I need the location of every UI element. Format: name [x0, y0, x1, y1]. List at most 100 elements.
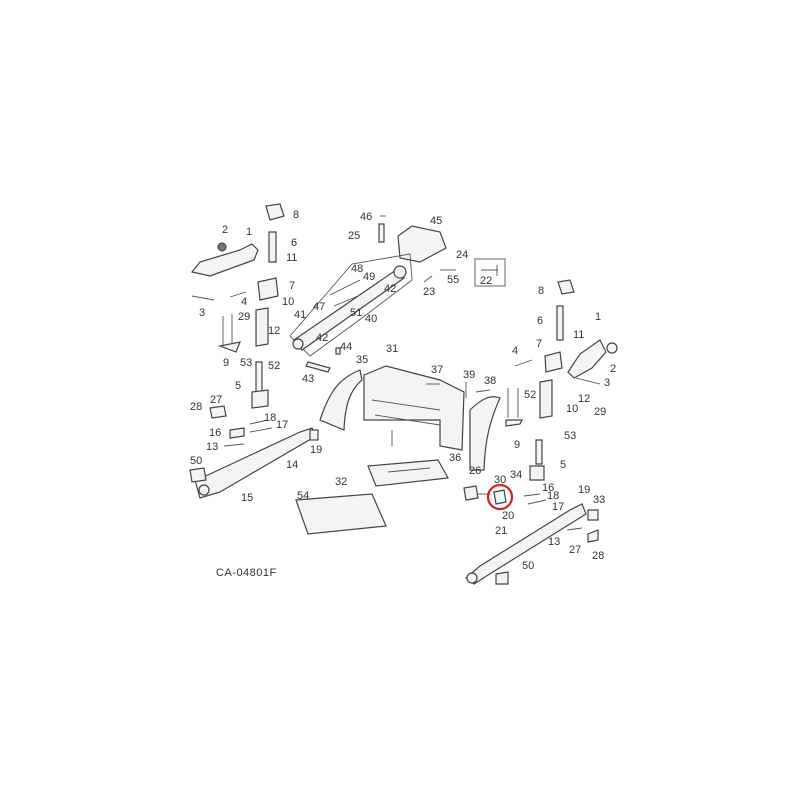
- part-bracket-7-left: [257, 277, 279, 301]
- callout: 31: [386, 343, 398, 355]
- callout: 45: [430, 215, 442, 227]
- callout: 8: [538, 285, 544, 297]
- callout: 17: [276, 419, 288, 431]
- callout: 11: [286, 252, 297, 264]
- part-frame-31-detail: [371, 399, 441, 446]
- callout: 2: [222, 224, 228, 236]
- part-17-18-left: [249, 419, 273, 433]
- part-rod-10-left: [255, 307, 269, 347]
- callout: 30: [494, 474, 506, 486]
- part-block-5-left: [251, 389, 269, 409]
- part-bolt-13-right: [566, 527, 583, 531]
- callout: 44: [340, 341, 352, 353]
- part-spring-5-right: [535, 439, 543, 465]
- callout: 40: [365, 313, 377, 325]
- callout: 7: [536, 338, 542, 350]
- callout: 42: [316, 332, 328, 344]
- part-bolt-6-right: [556, 305, 564, 341]
- part-38: [475, 389, 491, 393]
- callout: 52: [268, 360, 280, 372]
- callout: 2: [610, 363, 616, 375]
- callout: 35: [356, 354, 368, 366]
- part-48: [329, 279, 361, 296]
- callout: 28: [190, 401, 202, 413]
- callout: 5: [235, 380, 241, 392]
- callout: 13: [548, 536, 560, 548]
- part-link-end-right: [466, 572, 478, 584]
- callout: 52: [524, 389, 536, 401]
- part-rod-10-right: [539, 379, 553, 419]
- part-47: [333, 295, 359, 307]
- callout: 36: [449, 452, 461, 464]
- callout: 38: [484, 375, 496, 387]
- part-clamp-9-right: [505, 419, 523, 427]
- left-lift-assembly: [189, 203, 319, 499]
- callout: 47: [313, 301, 325, 313]
- part-pin-43: [305, 361, 331, 373]
- callout: 29: [594, 406, 606, 418]
- part-bolts-9-right: [507, 388, 519, 418]
- part-44: [335, 347, 341, 355]
- part-block-8-left: [265, 203, 285, 221]
- callout: 28: [592, 550, 604, 562]
- callout: 27: [210, 394, 222, 406]
- part-clamp-9-left: [217, 341, 241, 353]
- callout: 6: [537, 315, 543, 327]
- part-lift-arm-left: [190, 243, 259, 277]
- callout: 41: [294, 309, 306, 321]
- callout: 49: [363, 271, 375, 283]
- part-plate-32: [367, 459, 449, 487]
- part-pin-3-right: [575, 377, 601, 385]
- callout: 5: [560, 459, 566, 471]
- part-block-5-right: [529, 465, 545, 481]
- part-26: [463, 485, 479, 501]
- part-16-18-right: [523, 493, 547, 505]
- callout: 25: [348, 230, 360, 242]
- part-block-50-right: [495, 571, 509, 585]
- part-30: [493, 489, 507, 505]
- callout: 34: [510, 469, 522, 481]
- callout: 19: [578, 484, 590, 496]
- callout: 17: [552, 501, 564, 513]
- callout: 14: [286, 459, 298, 471]
- callout: 53: [240, 357, 252, 369]
- callout: 50: [522, 560, 534, 572]
- callout: 3: [604, 377, 610, 389]
- part-bolt-6-left: [268, 231, 277, 263]
- part-bracket-7-right: [544, 351, 563, 373]
- callout: 10: [566, 403, 578, 415]
- callout: 48: [351, 263, 363, 275]
- callout: 19: [310, 444, 322, 456]
- part-link-end-left: [198, 484, 210, 496]
- callout: 10: [282, 296, 294, 308]
- highlight-circle-part-30: [486, 483, 514, 511]
- callout: 26: [469, 465, 481, 477]
- part-plate-32-slot: [387, 467, 431, 473]
- callout: 4: [512, 345, 518, 357]
- part-41-end: [292, 338, 304, 350]
- part-pin-25: [378, 223, 385, 243]
- part-frame-31: [363, 365, 465, 451]
- callout: 11: [573, 329, 584, 341]
- callout: 37: [431, 364, 443, 376]
- part-bracket-36: [469, 396, 501, 471]
- drawing-code: CA-04801F: [216, 567, 277, 579]
- callout: 27: [569, 544, 581, 556]
- part-27-right: [587, 529, 599, 543]
- part-pin-4-left: [229, 291, 247, 298]
- part-pin-27-left: [209, 405, 227, 419]
- callout: 21: [495, 525, 507, 537]
- callout: 20: [502, 510, 514, 522]
- part-bracket-35: [319, 369, 363, 431]
- part-pin-4-right: [514, 359, 533, 367]
- callout-labels: 2 1 8 6 11 7 3 4 10 29 12 9 53 52 5 27 2…: [190, 209, 616, 572]
- callout: 12: [578, 393, 590, 405]
- callout: 23: [423, 286, 435, 298]
- part-pin-3-left: [191, 295, 215, 301]
- callout: 33: [593, 494, 605, 506]
- callout: 1: [246, 226, 252, 238]
- callout: 4: [241, 296, 247, 308]
- callout: 53: [564, 430, 576, 442]
- callout: 39: [463, 369, 475, 381]
